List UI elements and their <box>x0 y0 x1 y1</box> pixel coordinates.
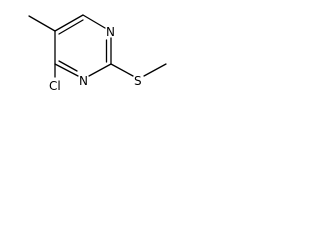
chemical-structure-diagram: N N Cl S <box>28 14 167 93</box>
atom-cl-label: Cl <box>49 79 61 93</box>
bond-c5-c6 <box>54 14 84 32</box>
atom-n1-label: N <box>106 25 115 39</box>
bond-c6-n1 <box>82 14 106 29</box>
bond-n3-c4-inner <box>58 60 78 72</box>
bond-n3-c4 <box>54 63 79 77</box>
bond-c5-methyl <box>28 15 56 32</box>
bond-c2-s <box>110 63 134 77</box>
atom-s-label: S <box>134 74 142 88</box>
bond-c5-c6-inner <box>58 19 84 35</box>
atom-n3-label: N <box>79 74 88 88</box>
pyrimidine-ring <box>54 14 112 77</box>
bond-c2-n3 <box>88 63 112 77</box>
bond-s-methyl <box>143 63 167 77</box>
substituents <box>28 15 167 78</box>
